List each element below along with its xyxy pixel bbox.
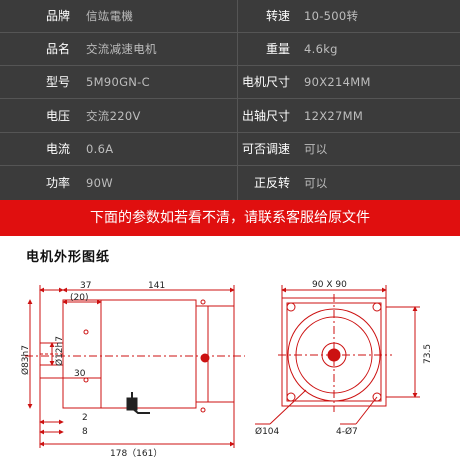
spec-label: 转速 (265, 9, 290, 23)
dim-shaft-diameter: Ø12h7 (54, 336, 65, 366)
spec-label: 功率 (45, 176, 70, 190)
mount-hole (286, 392, 296, 402)
spec-value: 交流220V (86, 109, 141, 123)
dim-4-7: 4-Ø7 (336, 426, 358, 437)
dim-178: 178（161） (110, 448, 162, 459)
mount-hole (286, 302, 296, 312)
column-divider (237, 0, 238, 200)
spec-label: 品牌 (45, 9, 70, 23)
motor-body (195, 305, 235, 403)
gearbox-body (100, 299, 197, 409)
dim-104: Ø104 (255, 426, 280, 437)
dim-20: (20) (70, 293, 88, 303)
spec-row: 电压 交流220V 出轴尺寸 12X27MM (0, 100, 460, 133)
spec-value: 10-500转 (304, 9, 359, 23)
spec-value: 90W (86, 176, 113, 190)
dim-73-5: 73.5 (423, 344, 433, 364)
spec-row: 型号 5M90GN-C 电机尺寸 90X214MM (0, 66, 460, 99)
dim-30: 30 (74, 369, 86, 379)
spec-label: 可否调速 (241, 142, 290, 156)
spec-value: 4.6kg (304, 42, 338, 56)
side-screw (200, 353, 210, 363)
spec-label: 重量 (265, 42, 290, 56)
dim-90x90: 90 X 90 (312, 280, 347, 290)
spec-value: 12X27MM (304, 109, 364, 123)
spec-label: 电流 (45, 142, 70, 156)
spec-value: 信竑電機 (86, 9, 134, 23)
row-divider (0, 32, 460, 33)
spec-value: 90X214MM (304, 75, 371, 89)
row-divider (0, 132, 460, 133)
spec-value: 可以 (304, 176, 328, 190)
spec-value: 0.6A (86, 142, 114, 156)
spec-value: 交流减速电机 (86, 42, 157, 56)
spec-row: 品牌 信竑電機 转速 10-500转 (0, 0, 460, 33)
drawing-title: 电机外形图纸 (26, 250, 111, 265)
spec-label: 电压 (45, 109, 70, 123)
dim-141: 141 (148, 281, 165, 291)
dim-2: 2 (82, 413, 88, 423)
dim-8: 8 (82, 427, 88, 437)
gearbox-flange (62, 299, 102, 409)
row-divider (0, 98, 460, 99)
spec-label: 出轴尺寸 (241, 109, 290, 123)
notice-banner: 下面的参数如若看不清，请联系客服给原文件 (0, 200, 460, 236)
spec-value: 5M90GN-C (86, 75, 150, 89)
dim-pilot-diameter: Ø83h7 (20, 345, 31, 375)
spec-label: 品名 (45, 42, 70, 56)
row-divider (0, 65, 460, 66)
spec-table: 品牌 信竑電機 转速 10-500转 品名 交流减速电机 重量 4.6kg 型号… (0, 0, 460, 200)
mount-hole (372, 392, 382, 402)
spec-row: 电流 0.6A 可否调速 可以 (0, 133, 460, 166)
spec-row: 功率 90W 正反转 可以 (0, 167, 460, 200)
spec-label: 型号 (45, 75, 70, 89)
mount-hole (372, 302, 382, 312)
dim-37: 37 (80, 281, 91, 291)
side-view (25, 285, 245, 448)
spec-row: 品名 交流减速电机 重量 4.6kg (0, 33, 460, 66)
front-view (255, 285, 420, 425)
row-divider (0, 165, 460, 166)
spec-label: 电机尺寸 (241, 75, 290, 89)
spec-label: 正反转 (253, 176, 290, 190)
spec-value: 可以 (304, 142, 328, 156)
